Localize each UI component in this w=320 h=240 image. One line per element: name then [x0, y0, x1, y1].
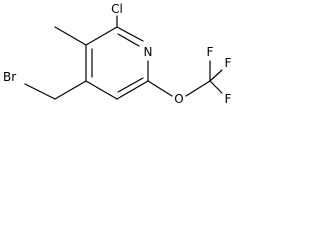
bond-cf3-f-bottom — [209, 80, 223, 94]
bond-cf3-f-top — [209, 69, 223, 82]
bond-c2-n — [116, 26, 144, 42]
bond-c5-c6-inner — [117, 77, 144, 93]
bonds — [24, 15, 223, 100]
bond-c4-ch2 — [54, 80, 87, 100]
atom-labels: Cl N Br O F F F — [3, 2, 232, 106]
atom-fluorine-left: F — [207, 45, 214, 59]
atom-nitrogen: N — [144, 45, 153, 59]
atom-fluorine-top: F — [225, 56, 232, 70]
bond-c3-methyl — [54, 26, 87, 46]
bond-c2-c3 — [85, 26, 118, 46]
bond-ch2-br — [24, 83, 56, 100]
bond-c2-n-inner — [117, 33, 140, 47]
atom-bromine: Br — [3, 70, 16, 84]
bond-c4-c5 — [85, 80, 118, 100]
atom-oxygen: O — [174, 92, 183, 106]
bond-c6-o — [147, 80, 173, 97]
chemical-structure: Cl N Br O F F F — [3, 2, 232, 106]
atom-chlorine: Cl — [111, 2, 123, 16]
bond-c5-c6 — [116, 80, 149, 100]
bond-o-cf3 — [185, 80, 211, 97]
atom-fluorine-bottom: F — [225, 92, 232, 106]
